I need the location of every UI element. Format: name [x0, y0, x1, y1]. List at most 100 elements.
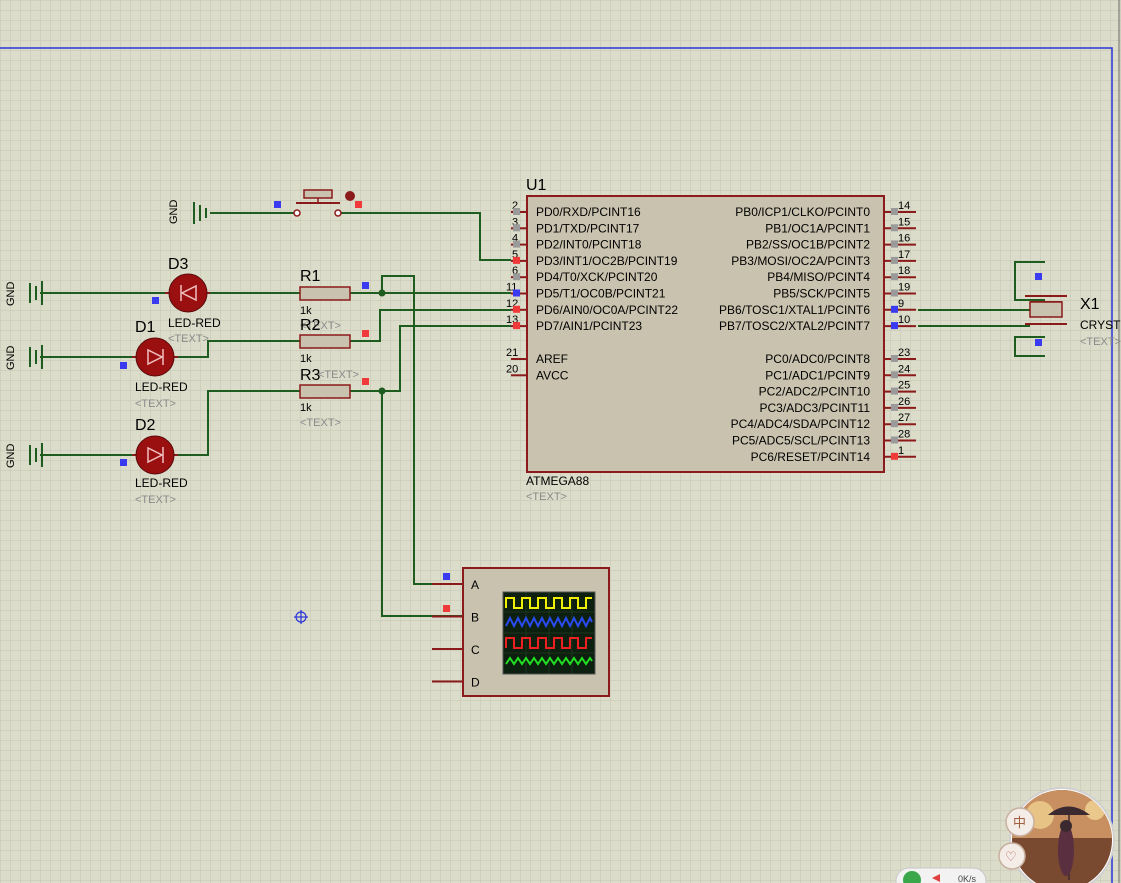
mcu-pin-number: 5 [512, 249, 518, 261]
gnd-symbol[interactable]: GND [168, 200, 207, 225]
mcu-pin-name: AREF [536, 352, 568, 366]
mcu-pin-name: PC1/ADC1/PCINT9 [765, 368, 870, 382]
resistor-r3[interactable]: R3 1k <TEXT> [299, 367, 369, 429]
pin-state-marker [513, 322, 520, 330]
resistor-ref: R3 [300, 367, 321, 384]
gnd-symbol[interactable]: GND [5, 443, 43, 468]
mcu-pin-name: PB7/TOSC2/XTAL2/PCINT7 [719, 319, 870, 333]
mcu-pin-number: 25 [898, 380, 910, 392]
scope-channel-label: C [471, 643, 480, 657]
resistor-ref: R2 [300, 317, 321, 334]
pin-state-marker [891, 436, 898, 444]
mcu-pin-number: 15 [898, 216, 910, 228]
mcu-pin-name: PB6/TOSC1/XTAL1/PCINT6 [719, 303, 870, 317]
gnd-symbol[interactable]: GND [5, 345, 43, 371]
mcu-pin-name: PC6/RESET/PCINT14 [751, 450, 871, 464]
pin-state-marker [513, 305, 520, 313]
led-part: LED-RED [168, 316, 221, 330]
junction-dot [378, 289, 386, 297]
mcu-pin-name: PD1/TXD/PCINT17 [536, 221, 640, 235]
mcu-pin-number: 20 [506, 363, 518, 375]
mcu-pin-number: 2 [512, 200, 518, 212]
led-d3[interactable]: D3 LED-RED <TEXT> [152, 256, 221, 345]
mcu-pin-number: 24 [898, 363, 910, 375]
lang-icon[interactable] [1005, 807, 1035, 837]
mcu-pin-name: PB2/SS/OC1B/PCINT2 [746, 238, 870, 252]
mcu-pin-name: PC2/ADC2/PCINT10 [759, 385, 871, 399]
mcu-pin-name: PB4/MISO/PCINT4 [767, 270, 870, 284]
mcu-pin-number: 6 [512, 265, 518, 277]
led-text: <TEXT> [135, 398, 176, 410]
mcu-pin-name: PC3/ADC3/PCINT11 [760, 401, 871, 415]
resistor-r2[interactable]: R2 1k <TEXT> [299, 317, 369, 381]
pin-state-marker [891, 224, 898, 232]
mcu-pin-number: 27 [898, 412, 910, 424]
crystal-x1[interactable]: X1 CRYST <TEXT> [1025, 273, 1121, 348]
pin-state-marker [891, 355, 898, 362]
pin-state-marker [513, 256, 520, 264]
upload-arrow-icon [932, 874, 940, 882]
led-text: <TEXT> [168, 333, 209, 345]
mcu-pin-number: 9 [898, 298, 904, 310]
led-d1[interactable]: D1 LED-RED <TEXT> [120, 319, 188, 410]
resistor-ref: R1 [300, 268, 321, 285]
mcu-pin-name: PC0/ADC0/PCINT8 [765, 352, 870, 366]
mcu-pin-name: PB0/ICP1/CLKO/PCINT0 [735, 205, 870, 219]
sheet-border [0, 47, 1113, 883]
push-button[interactable] [274, 189, 362, 217]
mcu-pin-number: 14 [898, 200, 910, 212]
pin-state-marker [513, 289, 520, 297]
gnd-symbol[interactable]: GND [5, 281, 43, 307]
pin-state-marker [891, 240, 898, 248]
svg-text:♡: ♡ [1005, 850, 1017, 865]
resistor-value: 1k [300, 402, 312, 414]
net-speed-widget[interactable]: 0K/s [895, 867, 987, 883]
heart-icon[interactable] [998, 842, 1026, 870]
mcu-pin-name: AVCC [536, 368, 569, 382]
crystal-text: <TEXT> [1080, 336, 1121, 348]
mcu-pin-number: 16 [898, 233, 910, 245]
gnd-label: GND [5, 282, 17, 307]
mcu-pin-name: PD3/INT1/OC2B/PCINT19 [536, 254, 678, 268]
gnd-label: GND [168, 200, 180, 225]
mcu-pin-number: 11 [506, 282, 517, 294]
pin-state-marker [513, 224, 520, 232]
pin-state-marker [891, 322, 898, 330]
mcu-pin-name: PB1/OC1A/PCINT1 [765, 221, 870, 235]
led-d2[interactable]: D2 LED-RED <TEXT> [120, 417, 188, 506]
resistor-text: <TEXT> [300, 320, 341, 332]
scope-trace-b [505, 615, 593, 629]
mcu-pin-number: 26 [898, 396, 910, 408]
mcu-pin-number: 28 [898, 429, 910, 441]
scope-channel-label: A [471, 578, 479, 592]
led-ref: D3 [168, 256, 189, 273]
pin-state-marker [891, 208, 898, 215]
mcu-right-pins: 14 PB0/ICP1/CLKO/PCINT0 15 PB1/OC1A/PCINT1 1… [719, 200, 916, 464]
mcu-text: <TEXT> [526, 491, 567, 503]
mcu-pin-number: 17 [898, 249, 910, 261]
pin-state-marker [513, 240, 520, 248]
led-ref: D2 [135, 417, 156, 434]
led-part: LED-RED [135, 476, 188, 490]
scope-trace-a [505, 597, 592, 609]
resistor-value: 1k [300, 353, 312, 365]
mcu-pin-name: PB5/SCK/PCINT5 [773, 287, 870, 301]
mcu-pin-number: 23 [898, 347, 910, 359]
pin-state-marker [513, 208, 520, 215]
mcu-pin-name: PC5/ADC5/SCL/PCINT13 [732, 434, 870, 448]
led-ref: D1 [135, 319, 156, 336]
pin-state-marker [891, 256, 898, 264]
resistor-value: 1k [300, 305, 312, 317]
gnd-label: GND [5, 346, 17, 371]
net-speed: 0K/s [958, 874, 977, 883]
crystal-ref: X1 [1080, 296, 1100, 313]
resistor-r1[interactable]: R1 1k <TEXT> [299, 268, 369, 332]
mcu-pin-number: 10 [898, 314, 910, 326]
mcu-pin-number: 18 [898, 265, 910, 277]
pin-state-marker [891, 387, 898, 395]
mcu-pin-name: PD0/RXD/PCINT16 [536, 205, 641, 219]
